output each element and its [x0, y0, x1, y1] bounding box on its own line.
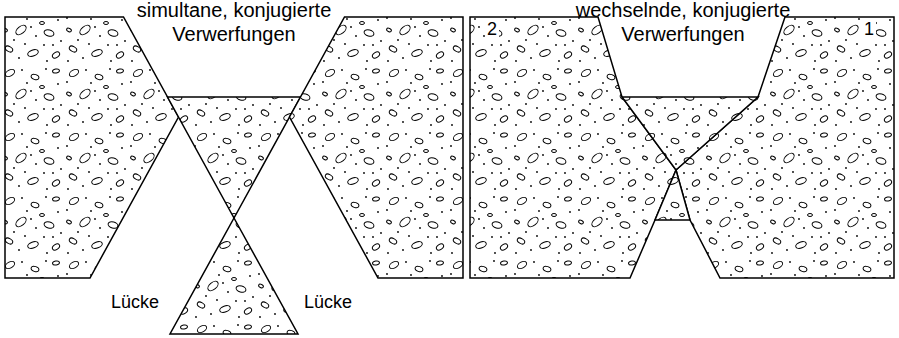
graben-block — [168, 97, 301, 218]
graben-block — [622, 97, 758, 170]
rock-block — [5, 17, 179, 278]
rock-block — [290, 17, 464, 278]
gap-label: Lücke — [304, 291, 352, 313]
wedge-block — [170, 218, 298, 334]
rock-block — [470, 17, 676, 278]
fault-number: 2 — [485, 20, 499, 38]
panel-heading: wechselnde, konjugierte Verwerfungen — [553, 0, 813, 46]
panel-heading: simultane, konjugierte Verwerfungen — [109, 0, 359, 46]
gap-label: Lücke — [111, 291, 159, 313]
rock-block — [676, 17, 894, 278]
fault-number: 1 — [862, 20, 876, 38]
wedge-block — [655, 170, 690, 220]
